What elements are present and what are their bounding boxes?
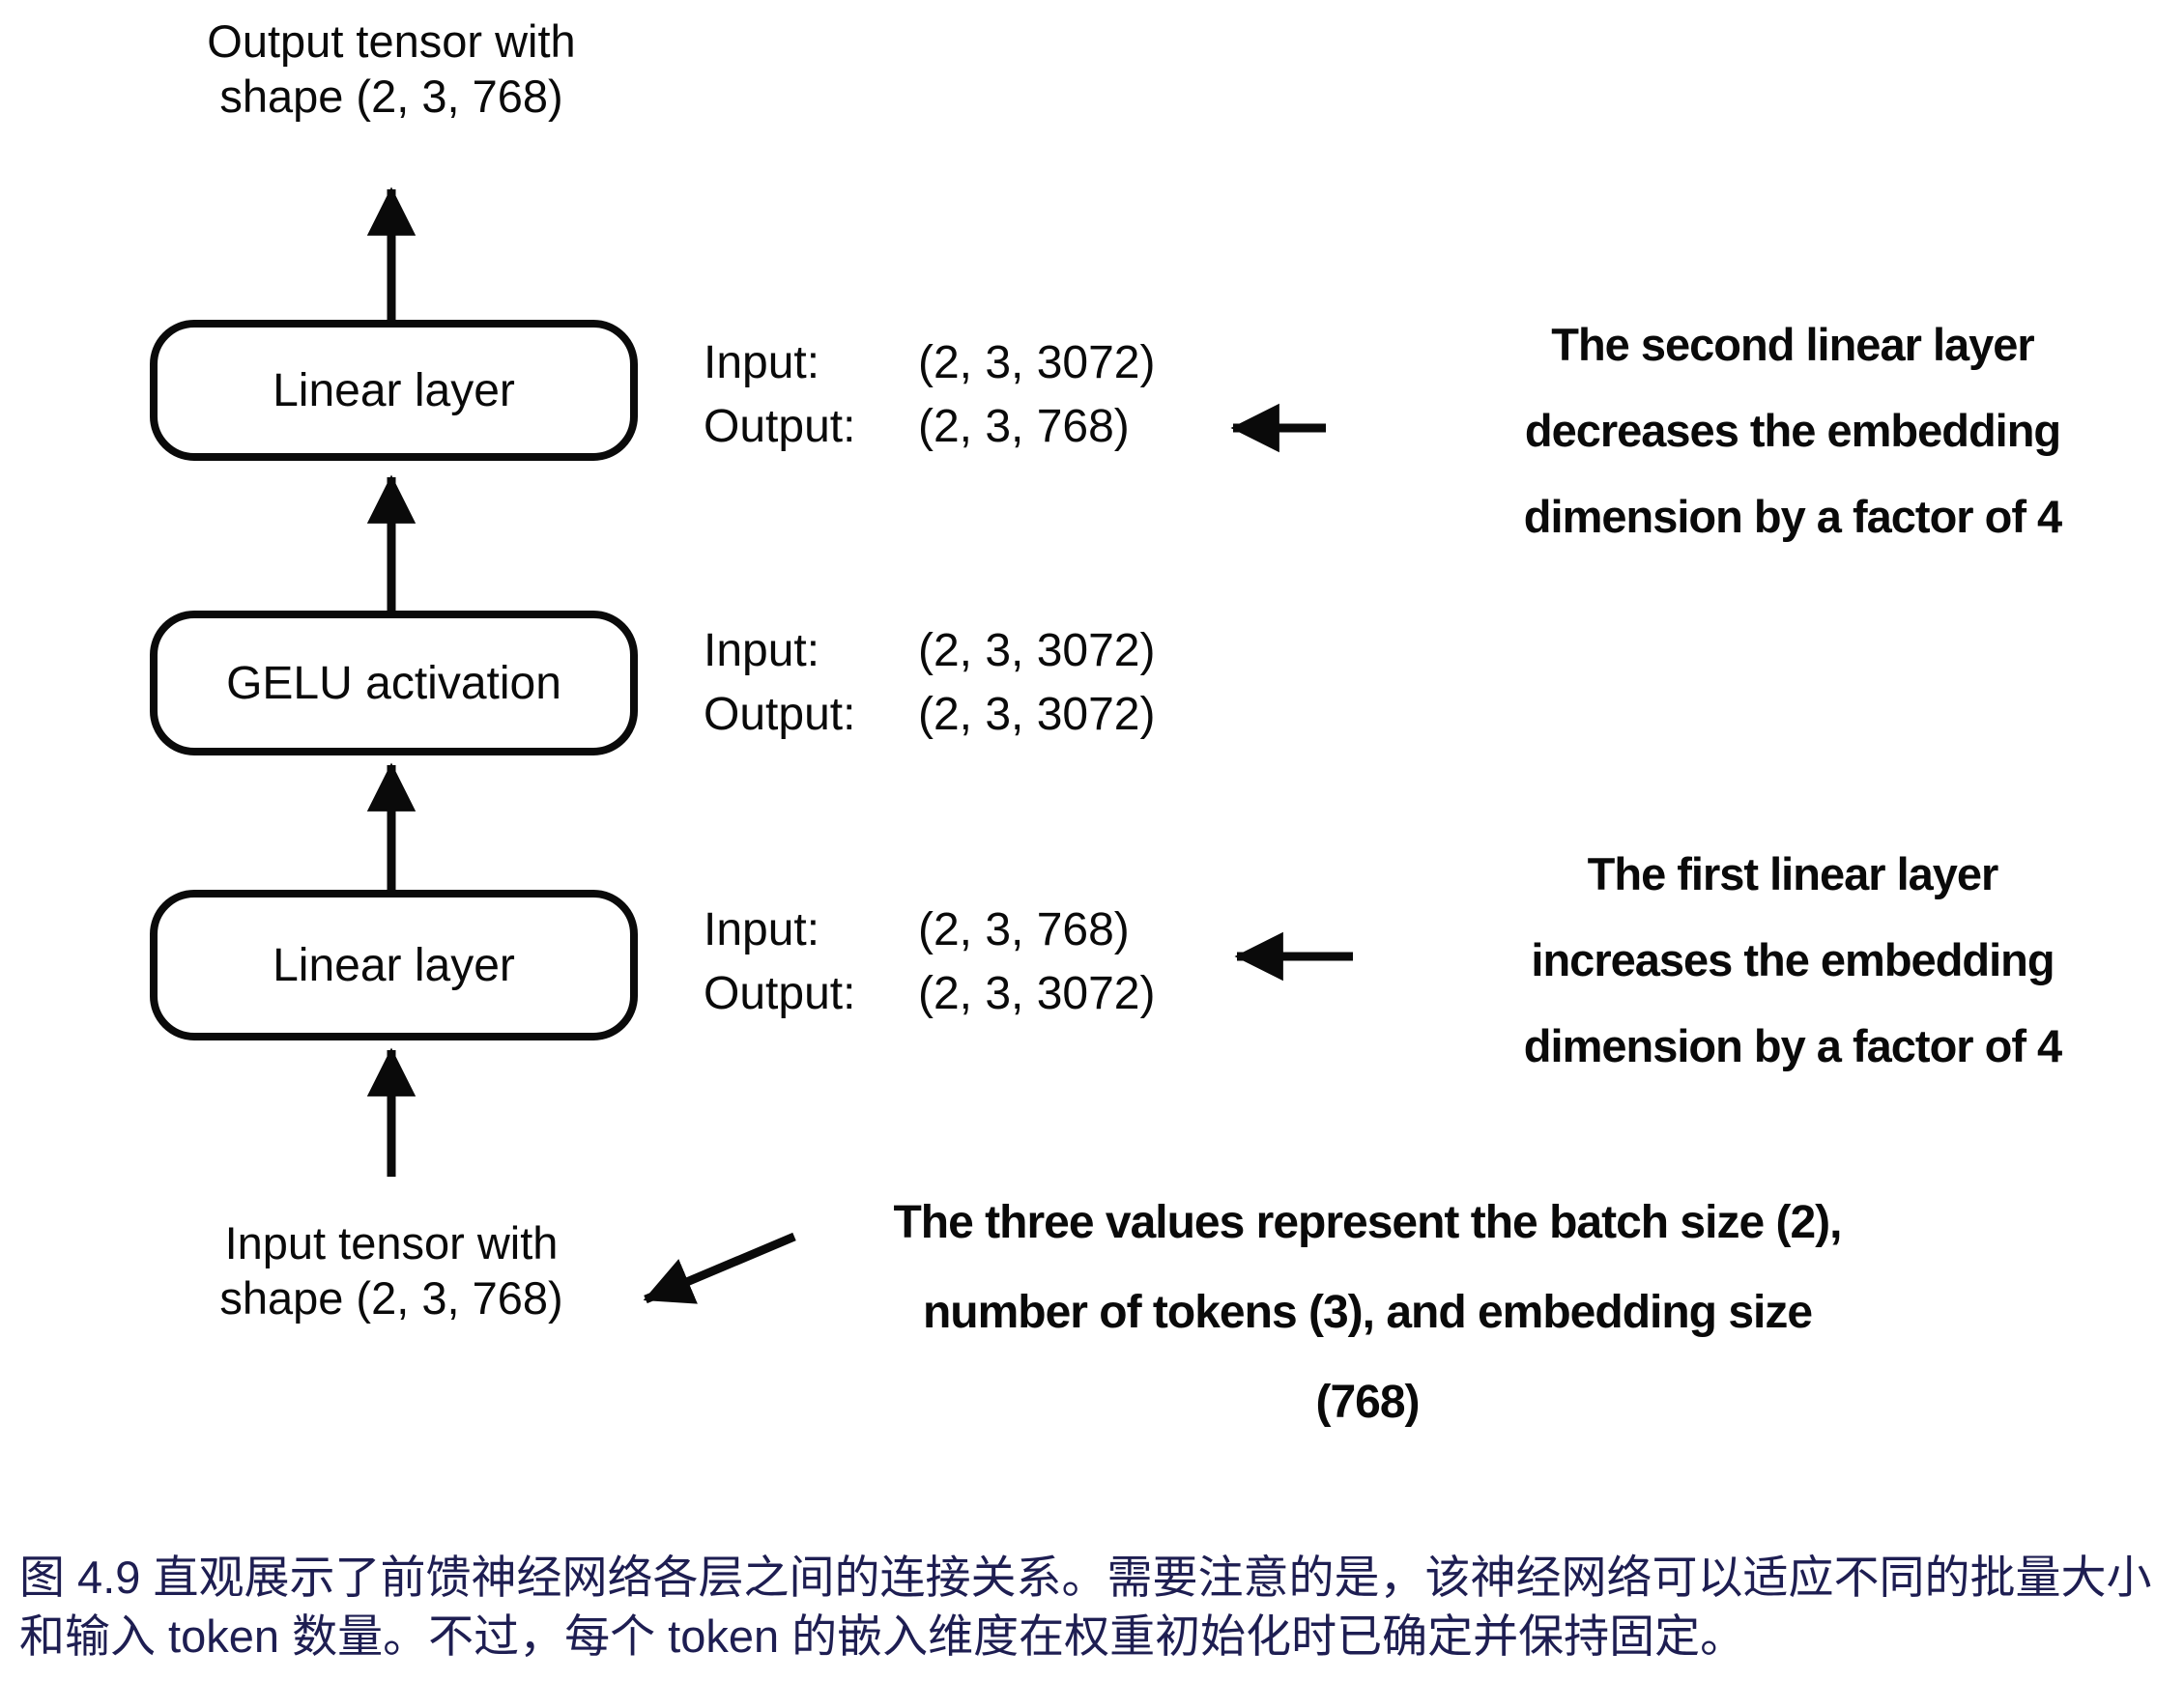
output-shape-value: (2, 3, 3072) [918, 689, 1156, 740]
io-shapes-gelu: Input: (2, 3, 3072) Output: (2, 3, 3072) [704, 619, 1155, 747]
input-shape-value: (2, 3, 768) [918, 904, 1130, 955]
first-linear-layer-annotation: The first linear layer increases the emb… [1479, 831, 2107, 1089]
linear-layer-top-box-label: Linear layer [273, 364, 515, 416]
annotation-line: dimension by a factor of 4 [1523, 1020, 2062, 1071]
annotation-line: The second linear layer [1551, 319, 2034, 370]
linear-layer-bottom-box: Linear layer [150, 890, 638, 1040]
input-label: Input: [704, 625, 820, 676]
input-tensor-label: Input tensor with shape (2, 3, 768) [116, 1215, 667, 1325]
second-linear-layer-annotation: The second linear layer decreases the em… [1479, 301, 2107, 559]
output-tensor-label: Output tensor with shape (2, 3, 768) [87, 14, 696, 124]
input-label: Input: [704, 337, 820, 388]
output-shape-value: (2, 3, 768) [918, 401, 1130, 452]
annotation-line: (768) [1315, 1377, 1420, 1428]
input-shape-value: (2, 3, 3072) [918, 625, 1156, 676]
input-tensor-label-line2: shape (2, 3, 768) [219, 1272, 563, 1324]
output-label: Output: [704, 689, 856, 740]
output-tensor-label-line2: shape (2, 3, 768) [219, 71, 563, 122]
input-label: Input: [704, 904, 820, 955]
linear-layer-bottom-box-label: Linear layer [273, 939, 515, 991]
io-input-row: Input: (2, 3, 3072) [704, 619, 1155, 683]
linear-layer-top-box: Linear layer [150, 320, 638, 461]
input-shape-value: (2, 3, 3072) [918, 337, 1156, 388]
io-input-row: Input: (2, 3, 768) [704, 898, 1155, 962]
io-shapes-linear-bottom: Input: (2, 3, 768) Output: (2, 3, 3072) [704, 898, 1155, 1026]
annotation-line: number of tokens (3), and embedding size [922, 1287, 1813, 1338]
annotation-line: The first linear layer [1587, 848, 1999, 899]
input-tensor-label-line1: Input tensor with [224, 1217, 559, 1268]
gelu-activation-box: GELU activation [150, 611, 638, 755]
io-output-row: Output: (2, 3, 3072) [704, 962, 1155, 1026]
annotation-line: decreases the embedding [1524, 405, 2061, 456]
batch-size-annotation: The three values represent the batch siz… [643, 1178, 2092, 1447]
annotation-line: increases the embedding [1531, 934, 2055, 985]
annotation-line: dimension by a factor of 4 [1523, 491, 2062, 542]
io-output-row: Output: (2, 3, 3072) [704, 683, 1155, 747]
output-shape-value: (2, 3, 3072) [918, 968, 1156, 1019]
output-tensor-label-line1: Output tensor with [207, 15, 576, 67]
output-label: Output: [704, 968, 856, 1019]
output-label: Output: [704, 401, 856, 452]
annotation-line: The three values represent the batch siz… [893, 1197, 1842, 1248]
figure-caption: 图 4.9 直观展示了前馈神经网络各层之间的连接关系。需要注意的是，该神经网络可… [19, 1552, 2152, 1662]
gelu-activation-box-label: GELU activation [226, 657, 561, 709]
io-output-row: Output: (2, 3, 768) [704, 395, 1155, 459]
io-input-row: Input: (2, 3, 3072) [704, 331, 1155, 395]
io-shapes-linear-top: Input: (2, 3, 3072) Output: (2, 3, 768) [704, 331, 1155, 459]
